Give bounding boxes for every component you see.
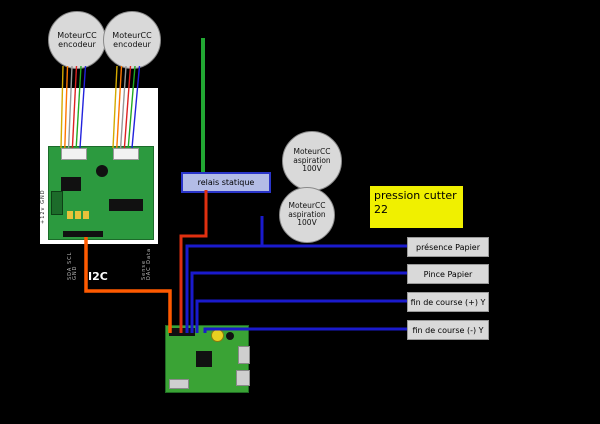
driver-cap-2 — [75, 211, 81, 219]
motor-aspiration-1-line3: 100V — [302, 164, 322, 174]
io-box-fin-course-plus-y-label: fin de course (+) Y — [410, 297, 486, 307]
raspberry-pi-board — [165, 325, 250, 393]
motor-aspiration-1: MoteurCC aspiration 100V — [282, 131, 342, 191]
motor-aspiration-2-line1: MoteurCC — [288, 201, 326, 211]
pressure-cutter-line1: pression cutter — [374, 189, 457, 202]
driver-pin-header — [63, 231, 103, 237]
static-relay-label: relais statique — [197, 178, 255, 187]
motor-encoder-2-line1: MoteurCC — [112, 30, 152, 40]
blue-wire-pince-papier — [190, 271, 407, 333]
driver-connector-2 — [113, 148, 139, 160]
motor-aspiration-2-line3: 100V — [297, 218, 317, 228]
io-box-fin-course-minus-y: fin de course (-) Y — [407, 320, 489, 340]
pi-soc-chip — [196, 351, 212, 367]
i2c-bus-label: I2C — [88, 270, 108, 283]
pi-ethernet-port — [236, 370, 250, 386]
pressure-cutter-line2: 22 — [374, 202, 388, 216]
pi-audio-jack — [226, 332, 234, 340]
io-box-pince-papier-label: Pince Papier — [423, 269, 473, 279]
driver-cap-3 — [83, 211, 89, 219]
motor-aspiration-2-line2: aspiration — [288, 209, 326, 219]
board-bottom-left-pin-label: SDA SCL GND — [67, 251, 78, 280]
panel-left-pin-label: +12v GND — [40, 189, 46, 224]
motor-encoder-2-line2: encodeur — [113, 40, 151, 49]
driver-terminal-block — [51, 191, 63, 215]
pi-usb-port — [238, 346, 250, 364]
io-box-pince-papier: Pince Papier — [407, 264, 489, 284]
motor-aspiration-2: MoteurCC aspiration 100V — [279, 187, 335, 243]
pi-gpio-header — [169, 328, 195, 336]
driver-buzzer — [96, 165, 108, 177]
relay-control-wire — [179, 190, 208, 333]
io-box-fin-course-minus-y-label: fin de course (-) Y — [412, 325, 484, 335]
driver-chip-2 — [109, 199, 143, 211]
board-bottom-right-pin-label: Sense DAC Data — [141, 247, 152, 280]
io-box-presence-papier: présence Papier — [407, 237, 489, 257]
driver-connector-1 — [61, 148, 87, 160]
io-box-presence-papier-label: présence Papier — [415, 242, 480, 252]
motor-encoder-1-line2: encodeur — [58, 40, 96, 49]
blue-wire-presence-papier — [185, 244, 407, 333]
motor-encoder-1: MoteurCC encodeur — [48, 11, 106, 69]
pi-sd-card — [169, 379, 189, 389]
motor-aspiration-1-line2: aspiration — [293, 155, 331, 165]
i2c-wire — [84, 237, 172, 333]
motor-driver-board — [48, 146, 154, 240]
pi-rca-jack — [211, 329, 224, 342]
driver-cap-1 — [67, 211, 73, 219]
pressure-cutter-box: pression cutter 22 — [370, 186, 463, 228]
motor-aspiration-1-line1: MoteurCC — [293, 147, 331, 157]
motor-encoder-2: MoteurCC encodeur — [103, 11, 161, 69]
io-box-fin-course-plus-y: fin de course (+) Y — [407, 292, 489, 312]
static-relay-box: relais statique — [181, 172, 271, 193]
motor-encoder-1-line1: MoteurCC — [57, 30, 97, 40]
driver-chip-1 — [61, 177, 81, 191]
